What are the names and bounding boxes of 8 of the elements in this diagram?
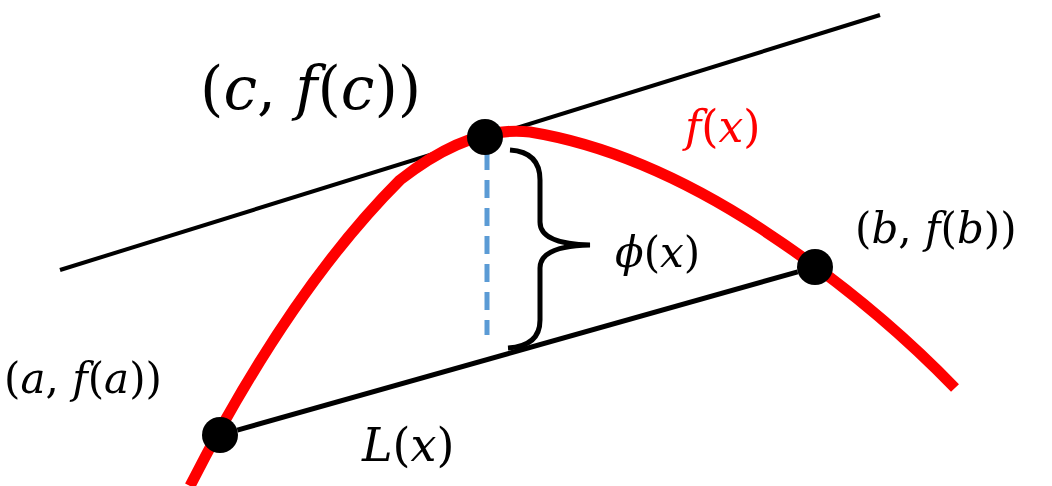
point-dot [202,417,238,453]
point-dot [467,119,503,155]
chord-line [236,269,799,433]
coordinate-label: (a, f(a)) [4,358,162,400]
function-label: L(x) [362,422,455,468]
function-label: ϕ(x) [615,232,701,274]
point-dot [797,249,833,285]
coordinate-label: (b, f(b)) [855,208,1017,250]
